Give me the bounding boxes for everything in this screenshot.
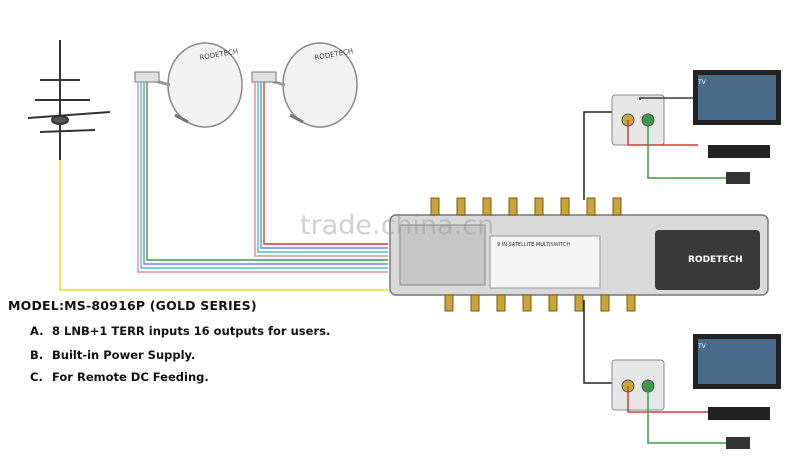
tv-bottom-label: TV <box>697 343 707 350</box>
output-port-bottom-2 <box>470 294 480 312</box>
terrestrial-cable <box>59 160 388 291</box>
tv-bottom: TV <box>693 334 781 389</box>
output-port-top-7 <box>586 197 596 216</box>
tv-top-label: TV <box>697 79 707 86</box>
tv-top: TV <box>693 70 781 125</box>
feature-a: A. 8 LNB+1 TERR inputs 16 outputs for use… <box>30 324 330 338</box>
model-title: MODEL:MS-80916P (GOLD SERIES) <box>8 298 257 313</box>
receiver-top <box>708 145 770 158</box>
wall-outlet-bottom <box>611 359 665 411</box>
output-port-top-4 <box>508 197 518 216</box>
feature-c-text: For Remote DC Feeding. <box>52 370 209 384</box>
dish-cables <box>137 82 388 273</box>
output-port-bottom-1 <box>444 294 454 312</box>
bottom-outlet-cables <box>627 386 726 444</box>
remote-bottom <box>726 437 750 449</box>
output-port-top-3 <box>482 197 492 216</box>
output-port-bottom-5 <box>548 294 558 312</box>
device-label: 9 IN SATELLITE MULTISWITCH <box>497 242 570 248</box>
output-port-top-6 <box>560 197 570 216</box>
remote-top <box>726 172 750 184</box>
top-outlet-cables <box>627 97 726 179</box>
output-port-top-2 <box>456 197 466 216</box>
output-cables <box>583 111 612 384</box>
device-brand-logo: RODETECH <box>688 255 743 265</box>
feature-b-letter: B. <box>30 348 44 362</box>
wall-outlet-top <box>611 94 665 146</box>
output-port-bottom-6 <box>574 294 584 312</box>
terrestrial-antenna <box>27 40 111 160</box>
feature-b-text: Built-in Power Supply. <box>52 348 196 362</box>
output-port-top-1 <box>430 197 440 216</box>
feature-c-letter: C. <box>30 370 43 384</box>
output-port-bottom-4 <box>522 294 532 312</box>
satellite-dish-1: RODETECH <box>134 42 243 128</box>
multiswitch-device: 9 IN SATELLITE MULTISWITCH RODETECH <box>389 197 769 312</box>
output-port-bottom-8 <box>626 294 636 312</box>
output-port-top-8 <box>612 197 622 216</box>
satellite-dish-2: RODETECH <box>251 42 358 128</box>
watermark-text: trade.china.cn <box>300 210 495 241</box>
output-port-top-5 <box>534 197 544 216</box>
feature-a-letter: A. <box>30 324 44 338</box>
output-port-bottom-3 <box>496 294 506 312</box>
feature-c: C. For Remote DC Feeding. <box>30 370 209 384</box>
feature-a-text: 8 LNB+1 TERR inputs 16 outputs for users… <box>52 324 331 338</box>
feature-b: B. Built-in Power Supply. <box>30 348 195 362</box>
receiver-bottom <box>708 407 770 420</box>
output-port-bottom-7 <box>600 294 610 312</box>
